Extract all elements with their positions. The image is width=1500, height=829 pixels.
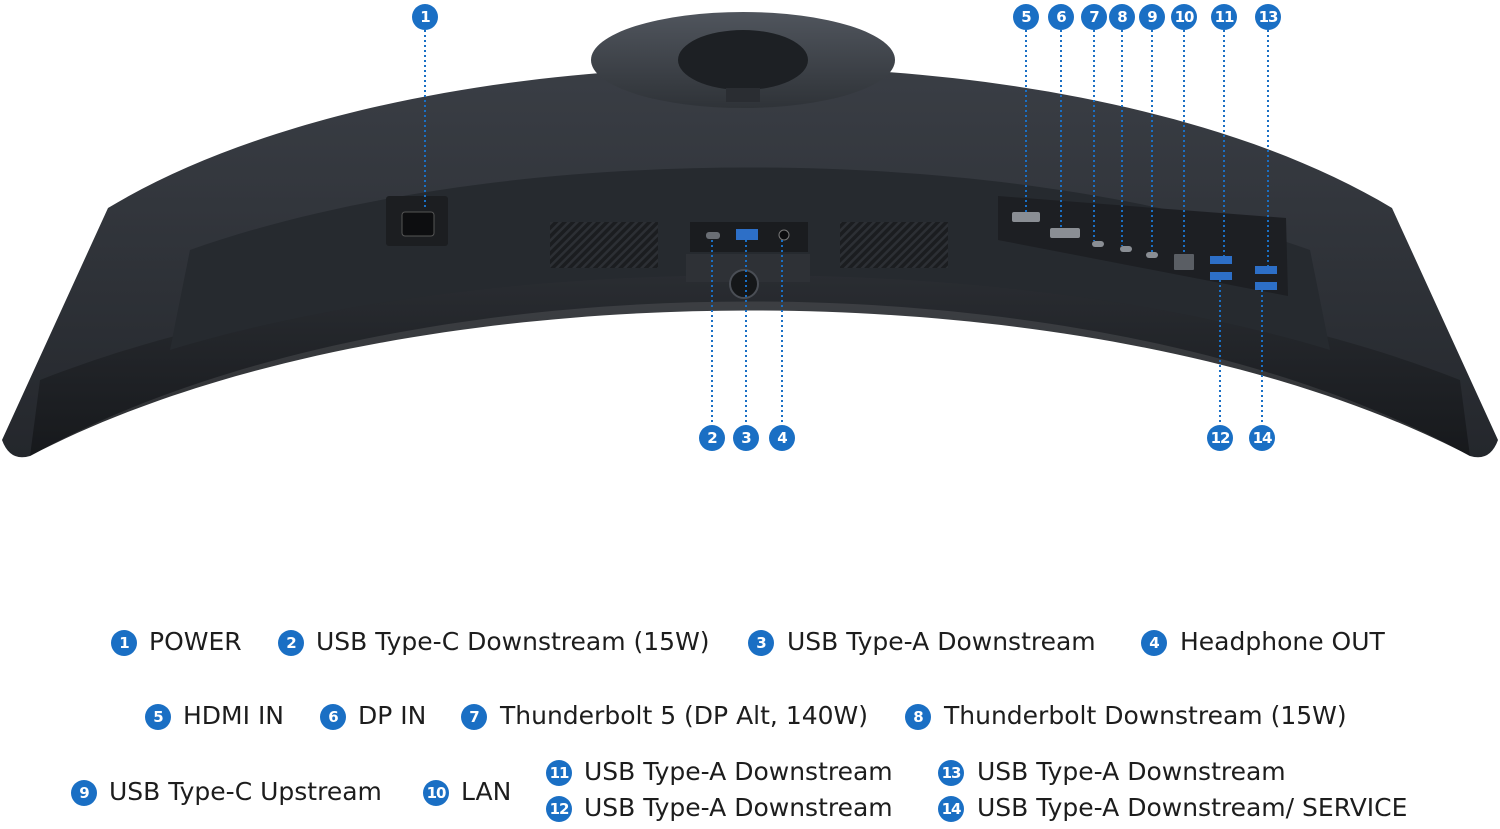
callout-badge-6: 6 xyxy=(1048,4,1074,30)
power-socket-inlet xyxy=(401,211,435,237)
legend-badge-13: 13 xyxy=(938,760,964,786)
legend-badge-5: 5 xyxy=(145,704,171,730)
callout-badge-3: 3 xyxy=(733,425,759,451)
port-hdmi-in xyxy=(1012,212,1040,222)
callout-badge-5: 5 xyxy=(1013,4,1039,30)
callout-badge-11: 11 xyxy=(1211,4,1237,30)
legend-label-dp-in: DP IN xyxy=(358,701,427,730)
stand-notch xyxy=(726,88,760,102)
right-port-block xyxy=(998,196,1288,296)
legend-label-usb-a-13: USB Type-A Downstream xyxy=(977,757,1286,786)
port-dp-in xyxy=(1050,228,1080,238)
legend-label-usb-a-12: USB Type-A Downstream xyxy=(584,793,893,822)
monitor-bezel xyxy=(30,267,1470,456)
monitor-rear-illustration xyxy=(2,12,1498,458)
legend-label-usb-a-downstream: USB Type-A Downstream xyxy=(787,627,1096,656)
callout-badge-14: 14 xyxy=(1249,425,1275,451)
callout-badge-10: 10 xyxy=(1171,4,1197,30)
callout-badge-4: 4 xyxy=(769,425,795,451)
legend-label-usb-a-service: USB Type-A Downstream/ SERVICE xyxy=(977,793,1408,822)
legend-badge-2: 2 xyxy=(278,630,304,656)
legend-label-usb-c-downstream: USB Type-C Downstream (15W) xyxy=(316,627,710,656)
legend-badge-9: 9 xyxy=(71,780,97,806)
legend-label-lan: LAN xyxy=(461,777,512,806)
callout-badge-12: 12 xyxy=(1207,425,1233,451)
callout-badge-7: 7 xyxy=(1081,4,1107,30)
callout-badge-9: 9 xyxy=(1139,4,1165,30)
legend-label-usb-a-11: USB Type-A Downstream xyxy=(584,757,893,786)
callout-badge-8: 8 xyxy=(1109,4,1135,30)
vent-right xyxy=(840,222,948,268)
port-thunderbolt-5 xyxy=(1092,241,1104,247)
port-usb-c-downstream xyxy=(706,232,720,239)
legend-label-power: POWER xyxy=(149,627,242,656)
port-headphone-out xyxy=(778,229,790,241)
legend-badge-6: 6 xyxy=(320,704,346,730)
callout-badge-2: 2 xyxy=(699,425,725,451)
port-usb-a-13 xyxy=(1255,266,1277,274)
port-usb-c-upstream xyxy=(1146,252,1158,258)
legend-badge-14: 14 xyxy=(938,796,964,822)
legend-badge-1: 1 xyxy=(111,630,137,656)
callout-badge-1: 1 xyxy=(412,4,438,30)
legend-badge-3: 3 xyxy=(748,630,774,656)
legend-badge-10: 10 xyxy=(423,780,449,806)
vent-left xyxy=(550,222,658,268)
legend-label-thunderbolt-5: Thunderbolt 5 (DP Alt, 140W) xyxy=(500,701,869,730)
port-usb-a-12 xyxy=(1210,272,1232,280)
port-usb-a-14 xyxy=(1255,282,1277,290)
legend-label-headphone-out: Headphone OUT xyxy=(1180,627,1385,656)
port-usb-a-downstream xyxy=(736,229,758,240)
joystick xyxy=(729,269,759,299)
port-usb-a-11 xyxy=(1210,256,1232,264)
port-thunderbolt-downstream xyxy=(1120,246,1132,252)
port-lan xyxy=(1174,254,1194,270)
legend-label-thunderbolt-downstream: Thunderbolt Downstream (15W) xyxy=(944,701,1347,730)
legend-badge-7: 7 xyxy=(461,704,487,730)
legend-label-usb-c-upstream: USB Type-C Upstream xyxy=(109,777,382,806)
callout-badge-13: 13 xyxy=(1255,4,1281,30)
legend-badge-11: 11 xyxy=(546,760,572,786)
legend-badge-8: 8 xyxy=(905,704,931,730)
legend-badge-4: 4 xyxy=(1141,630,1167,656)
leader-lines xyxy=(424,30,1269,424)
legend-badge-12: 12 xyxy=(546,796,572,822)
legend-label-hdmi-in: HDMI IN xyxy=(183,701,285,730)
stand-mount-center xyxy=(678,30,808,90)
